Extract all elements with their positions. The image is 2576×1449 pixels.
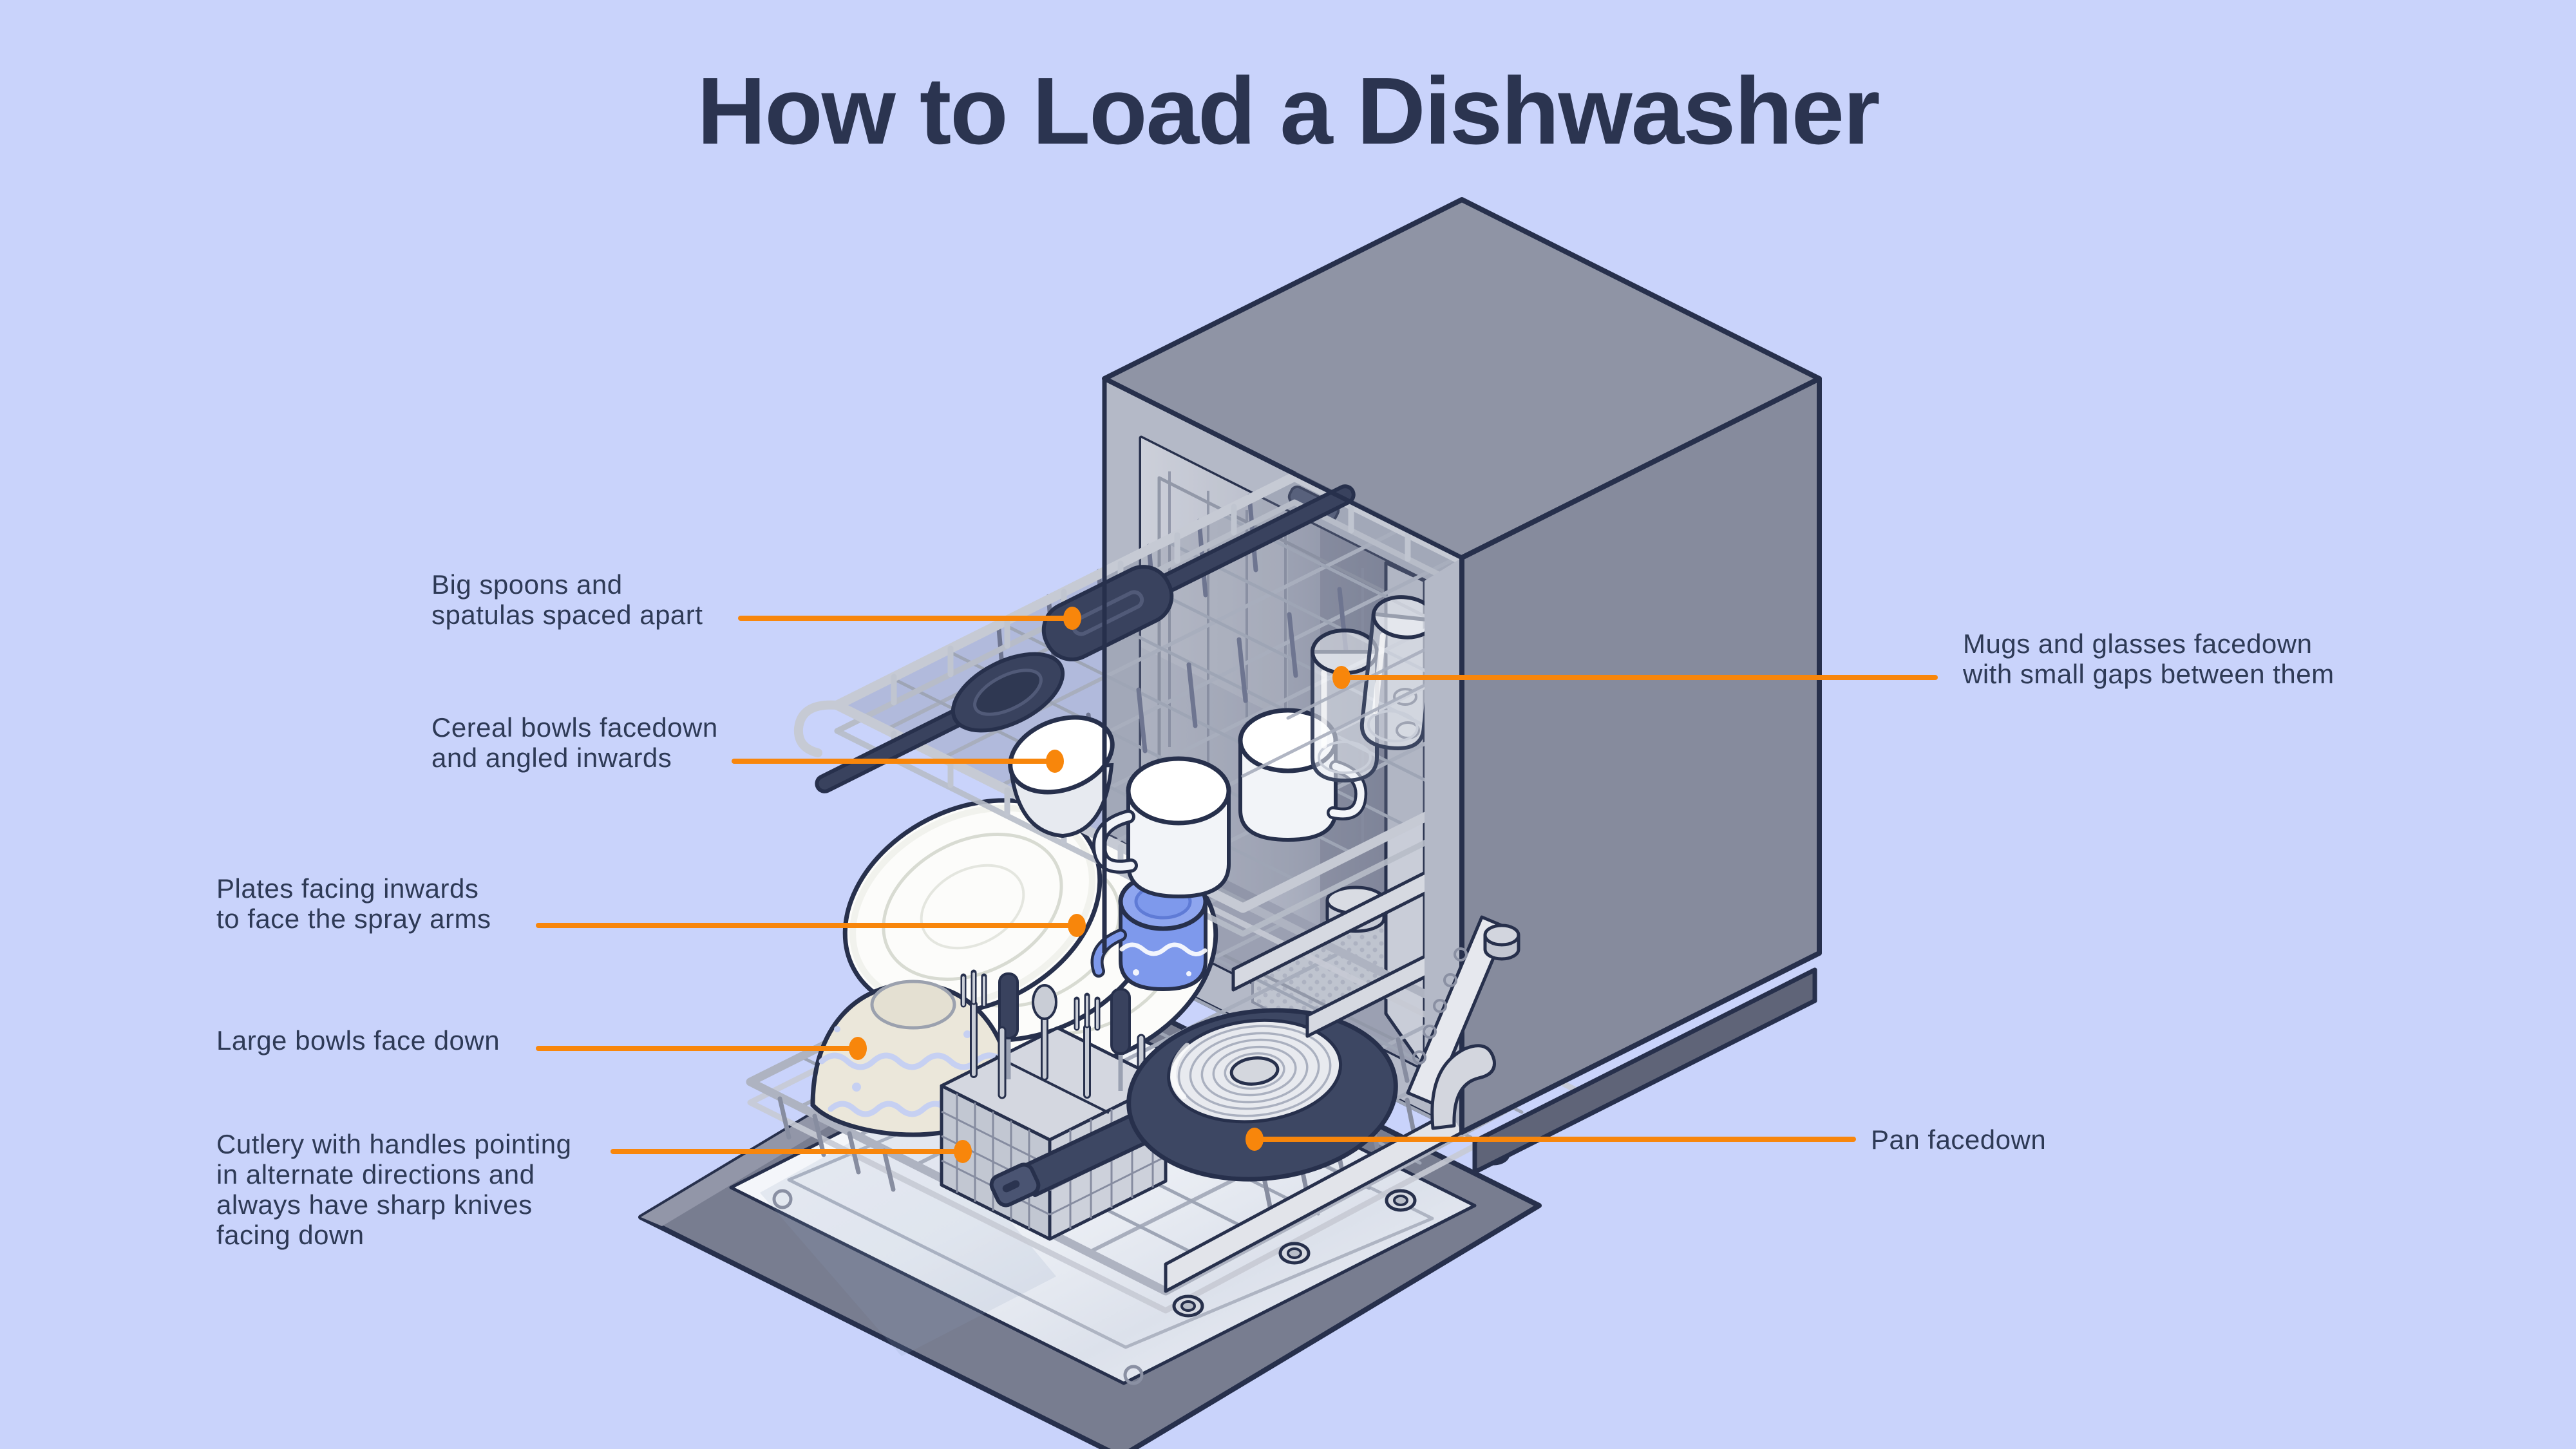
door-streak	[760, 1106, 1056, 1356]
basket-divider	[995, 1055, 1110, 1114]
spoon-up-1	[1032, 984, 1057, 1081]
leader-cutlery	[611, 1140, 972, 1163]
leader-plates	[536, 914, 1086, 937]
knife-handle-up-2	[1110, 988, 1131, 1091]
callout-mugs-glasses: Mugs and glasses facedown with small gap…	[1963, 629, 2334, 689]
serving-spoon	[815, 652, 1065, 793]
pan-hub	[1229, 1056, 1280, 1086]
pan-rings	[1177, 1025, 1332, 1117]
page-title: How to Load a Dishwasher	[697, 58, 1880, 164]
glass-right	[1359, 595, 1437, 750]
callout-big-spoons: Big spoons and spatulas spaced apart	[431, 569, 703, 630]
pan-highlight	[1170, 1043, 1190, 1100]
callout-cutlery: Cutlery with handles pointing in alterna…	[216, 1129, 572, 1250]
leader-mugs-glasses	[1332, 666, 1938, 689]
door-screw-2	[1123, 1365, 1144, 1385]
callout-plates: Plates facing inwards to face the spray …	[216, 873, 491, 934]
upper-rack-handle	[793, 700, 842, 757]
door-hinge-hook	[1430, 1044, 1496, 1130]
cabinet-right-side	[1102, 376, 1822, 1175]
bowl-foot-ring	[870, 980, 956, 1030]
knife-handle-up-1	[998, 972, 1019, 1079]
door-strap-right	[1406, 915, 1520, 1105]
white-mug-left	[1092, 756, 1231, 899]
leader-cereal-bowls	[732, 750, 1064, 773]
callout-leaders	[536, 607, 1938, 1163]
callout-large-bowls: Large bowls face down	[216, 1025, 500, 1056]
fork-up-2	[1074, 992, 1101, 1099]
pan-handle	[989, 1107, 1159, 1208]
leader-pan	[1245, 1128, 1856, 1151]
fork-up-1	[960, 969, 987, 1078]
callout-pan: Pan facedown	[1871, 1124, 2047, 1155]
door-screw-1	[772, 1189, 793, 1209]
cutlery-items	[960, 969, 1146, 1110]
cabinet-base	[1472, 967, 1817, 1175]
leader-big-spoons	[738, 607, 1081, 630]
leader-large-bowls	[536, 1037, 867, 1060]
callout-cereal-bowls: Cereal bowls facedown and angled inwards	[431, 712, 718, 773]
glass-left	[1311, 629, 1379, 783]
